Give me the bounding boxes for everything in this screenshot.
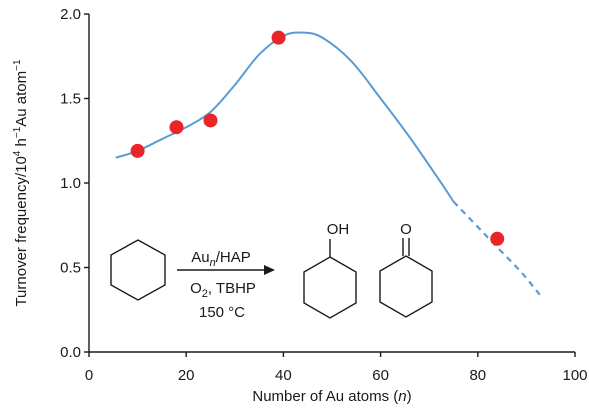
trend-curve-dashed (452, 200, 542, 297)
y-tick-label: 2.0 (60, 6, 81, 23)
x-tick-label: 0 (85, 367, 93, 384)
y-tick-label: 1.0 (60, 175, 81, 192)
x-tick-label: 40 (275, 367, 292, 384)
data-point (203, 113, 218, 128)
arrow-head-icon (264, 265, 275, 275)
y-tick-label: 0.0 (60, 344, 81, 361)
x-tick-label: 80 (469, 367, 486, 384)
catalyst-label: Aun/HAP (191, 249, 251, 269)
y-axis-label: Turnover frequency/104 h−1Au atom−1 (12, 59, 30, 307)
data-point (169, 120, 184, 135)
alcohol-oh-label: OH (327, 221, 350, 238)
trend-curve-solid (115, 31, 455, 203)
y-tick-label: 0.5 (60, 260, 81, 277)
x-ticks: 0 20 40 60 80 100 (85, 352, 588, 384)
cyclohexane-structure (110, 239, 166, 301)
data-point (130, 143, 145, 158)
cyclohexanol-structure (303, 256, 357, 319)
temperature-label: 150 °C (199, 304, 245, 321)
y-ticks: 0.0 0.5 1.0 1.5 2.0 (60, 6, 89, 361)
axes-frame (88, 14, 575, 353)
data-point (490, 231, 505, 246)
cyclohexanone-structure (379, 255, 433, 318)
x-tick-label: 20 (178, 367, 195, 384)
oxidant-label: O2, TBHP (190, 280, 256, 300)
x-tick-label: 60 (372, 367, 389, 384)
x-tick-label: 100 (562, 367, 587, 384)
y-tick-label: 1.5 (60, 91, 81, 108)
data-point (271, 30, 286, 45)
x-axis-label: Number of Au atoms (n) (252, 388, 411, 405)
reaction-scheme (110, 238, 433, 319)
data-points (130, 30, 505, 246)
ketone-o-label: O (400, 221, 412, 238)
